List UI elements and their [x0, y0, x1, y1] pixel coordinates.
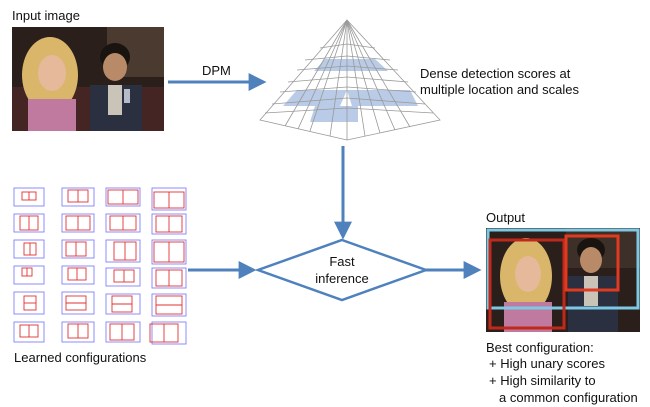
config-cell	[13, 213, 45, 233]
config-cell	[13, 265, 45, 285]
config-cell	[151, 213, 187, 235]
fast-inference-text-line2: inference	[315, 271, 368, 286]
config-cell	[61, 239, 95, 259]
best-configuration-label: Best configuration:	[486, 340, 594, 355]
config-cell	[105, 239, 141, 263]
fast-inference-diamond	[254, 238, 430, 302]
input-image-scene	[12, 27, 164, 131]
config-cell	[105, 213, 141, 233]
config-cell	[151, 267, 187, 289]
config-col-1	[13, 187, 45, 343]
output-label: Output	[486, 210, 526, 225]
config-cell	[105, 267, 141, 287]
bullet-high-similarity: + High similarity to	[489, 373, 596, 388]
input-image-label: Input image	[12, 8, 80, 23]
config-cell	[105, 293, 141, 315]
pyramid-highlight-bottom	[310, 106, 358, 122]
bullet-common-config: a common configuration	[499, 390, 638, 405]
config-cell	[61, 265, 95, 285]
config-cell	[13, 291, 45, 315]
config-cell	[151, 239, 187, 265]
config-cell	[61, 321, 95, 343]
config-cell	[61, 213, 95, 233]
fast-inference-text-line1: Fast	[329, 254, 355, 269]
config-cell	[151, 321, 187, 345]
config-col-3	[105, 187, 141, 343]
config-col-2	[61, 187, 95, 343]
bullet-high-unary: + High unary scores	[489, 356, 605, 371]
config-cell	[13, 187, 45, 207]
output-image	[486, 228, 640, 332]
config-cell	[61, 291, 95, 315]
config-cell	[105, 187, 141, 207]
config-cell	[13, 239, 45, 259]
learned-configurations-grid	[13, 187, 187, 345]
config-cell	[151, 187, 187, 211]
pyramid-highlight-right	[347, 90, 418, 106]
output-image-scene	[486, 228, 640, 332]
learned-configurations-label: Learned configurations	[14, 350, 147, 365]
config-cell	[61, 187, 95, 207]
config-cell	[151, 293, 187, 317]
pyramid-highlight-left	[283, 90, 347, 106]
input-image	[12, 27, 164, 131]
output-bbox-person-left	[488, 238, 566, 330]
feature-pyramid	[259, 19, 441, 141]
dpm-label: DPM	[202, 63, 231, 78]
config-cell	[105, 321, 141, 343]
dense-scores-label-line1: Dense detection scores at	[420, 66, 571, 81]
output-bbox-person-right	[564, 234, 620, 292]
dense-scores-label-line2: multiple location and scales	[420, 82, 579, 97]
config-cell	[13, 321, 45, 343]
config-col-4	[149, 187, 187, 345]
